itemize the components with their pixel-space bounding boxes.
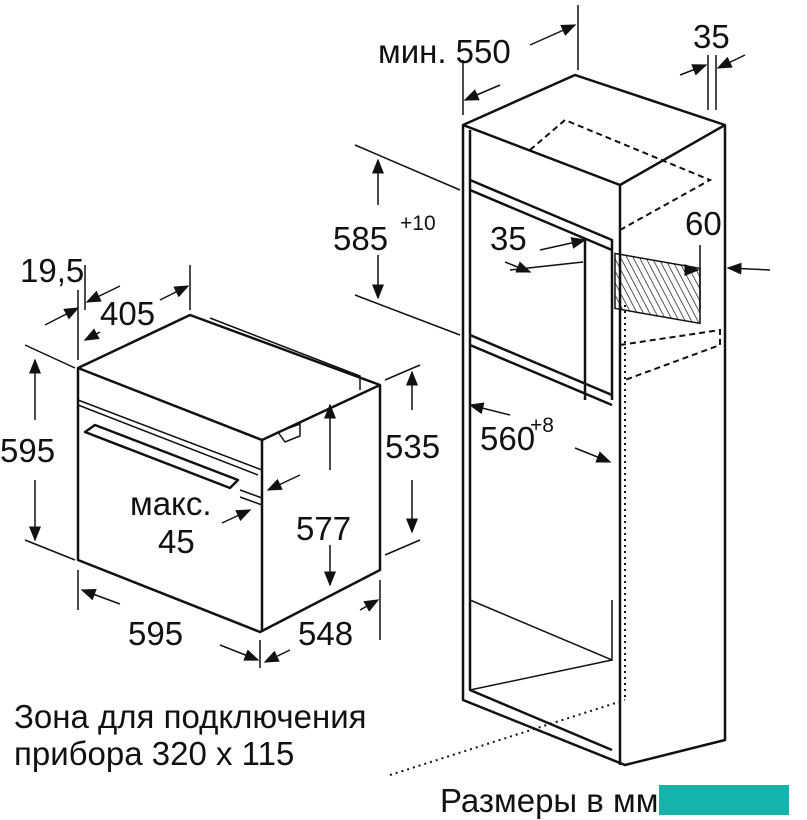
cabinet-wall-label: 35 bbox=[693, 18, 730, 55]
oven-max-value: 45 bbox=[158, 523, 195, 560]
niche-height-tolerance: +10 bbox=[400, 212, 436, 235]
units-note: Размеры в мм bbox=[440, 782, 658, 819]
oven-height-label: 595 bbox=[0, 432, 55, 469]
oven-depth-label: 548 bbox=[298, 615, 353, 652]
oven-width-label: 595 bbox=[128, 615, 183, 652]
niche-height-label: 585 bbox=[333, 220, 388, 257]
vent-label: 60 bbox=[685, 205, 722, 242]
connection-zone-leader bbox=[389, 699, 626, 776]
oven-inner-height-label: 577 bbox=[296, 510, 351, 547]
oven-drawing bbox=[76, 313, 382, 634]
cabinet-min-depth-label: мин. 550 bbox=[378, 33, 511, 70]
shelf-gap-label: 35 bbox=[490, 220, 527, 257]
connection-zone-line2: прибора 320 x 115 bbox=[14, 735, 294, 772]
cabinet-drawing bbox=[461, 73, 727, 767]
oven-dimension-lines bbox=[24, 265, 421, 668]
niche-width-label: 560 bbox=[480, 420, 535, 457]
niche-width-tolerance: +8 bbox=[530, 414, 554, 437]
oven-max-label: макс. bbox=[130, 485, 212, 522]
oven-top-depth-label: 405 bbox=[100, 295, 155, 332]
oven-offset-label: 19,5 bbox=[20, 252, 84, 289]
watermark-logo bbox=[659, 785, 789, 815]
connection-zone-line1: Зона для подключения bbox=[14, 698, 367, 735]
cabinet-dimension-lines bbox=[354, 5, 771, 463]
oven-side-height-label: 535 bbox=[385, 428, 440, 465]
